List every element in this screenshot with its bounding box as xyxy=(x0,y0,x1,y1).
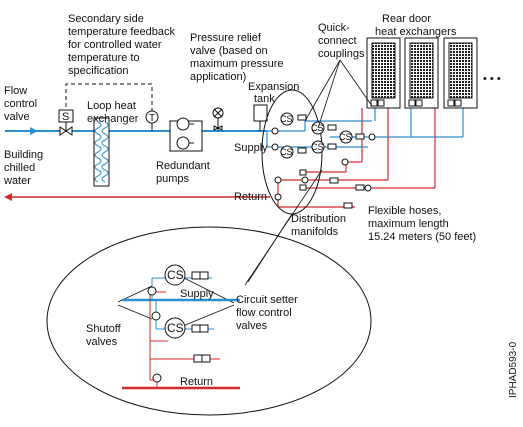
label-supply: Supply xyxy=(234,142,268,154)
cs-label: CS xyxy=(311,142,324,152)
svg-text:specification: specification xyxy=(68,65,129,77)
label-redundant-pumps: Redundant pumps xyxy=(156,160,210,185)
rear-door-heat-exchanger-1 xyxy=(366,37,401,109)
svg-text:valve (based on: valve (based on xyxy=(190,45,268,57)
pressure-relief-valve-icon xyxy=(212,107,224,131)
svg-text:Quick-: Quick- xyxy=(318,22,350,34)
supply-line xyxy=(5,107,464,148)
label-rear-door: Rear door xyxy=(382,13,431,25)
svg-text:Circuit setter: Circuit setter xyxy=(236,294,298,306)
label-shutoff-valves: Shutoff valves xyxy=(86,323,122,348)
label-zoom-supply: Supply xyxy=(180,288,214,300)
svg-text:flow control: flow control xyxy=(236,307,292,319)
label-building-chilled-water: Building chilled water xyxy=(3,149,43,187)
loop-heat-exchanger-icon xyxy=(93,117,110,187)
feedback-loop xyxy=(65,83,153,121)
svg-text:Secondary side: Secondary side xyxy=(68,13,144,25)
label-return: Return xyxy=(234,191,267,203)
label-flow-control-valve: Flow control valve xyxy=(4,85,37,123)
rear-door-heat-exchanger-3 xyxy=(443,37,478,109)
temperature-sensor-icon xyxy=(145,110,159,131)
label-heat-exchangers: heat exchangers xyxy=(375,26,457,38)
svg-text:maximum pressure: maximum pressure xyxy=(190,58,284,70)
svg-text:valves: valves xyxy=(236,320,268,332)
cs-label-zoom: CS xyxy=(167,321,184,335)
svg-text:Flexible hoses,: Flexible hoses, xyxy=(368,205,441,217)
svg-text:valves: valves xyxy=(86,336,118,348)
cs-label-zoom: CS xyxy=(167,268,184,282)
svg-text:Distribution: Distribution xyxy=(291,213,346,225)
svg-text:water: water xyxy=(3,175,31,187)
svg-text:temperature feedback: temperature feedback xyxy=(68,26,176,38)
label-distribution-manifolds: Distribution manifolds xyxy=(291,213,346,238)
cs-label: CS xyxy=(339,132,352,142)
svg-text:Shutoff: Shutoff xyxy=(86,323,122,335)
leader-lines xyxy=(117,59,373,329)
rear-door-heat-exchanger-2 xyxy=(404,37,439,109)
svg-text:Pressure relief: Pressure relief xyxy=(190,32,262,44)
svg-text:15.24 meters (50 feet): 15.24 meters (50 feet) xyxy=(368,231,476,243)
svg-text:tank: tank xyxy=(254,93,275,105)
svg-text:pumps: pumps xyxy=(156,173,190,185)
redundant-pumps-icon xyxy=(169,117,203,152)
svg-text:application): application) xyxy=(190,71,246,83)
expansion-tank-icon xyxy=(253,104,268,131)
ellipsis: • • • xyxy=(483,73,501,85)
label-circuit-setter: Circuit setter flow control valves xyxy=(236,294,298,332)
label-pressure-relief: Pressure relief valve (based on maximum … xyxy=(190,32,284,83)
svg-text:Expansion: Expansion xyxy=(248,81,299,93)
svg-text:valve: valve xyxy=(4,111,30,123)
svg-text:couplings: couplings xyxy=(318,48,365,60)
zoom-components xyxy=(147,264,211,383)
label-secondary-feedback: Secondary side temperature feedback for … xyxy=(68,13,176,77)
zoom-ellipse xyxy=(46,226,372,416)
label-loop-heat-exchanger: Loop heat exchanger xyxy=(87,100,139,125)
label-expansion-tank: Expansion tank xyxy=(248,81,299,105)
svg-text:connect: connect xyxy=(318,35,357,47)
label-quick-connect: Quick- connect couplings xyxy=(318,22,365,60)
svg-text:Redundant: Redundant xyxy=(156,160,210,172)
manifold-components xyxy=(271,112,376,209)
cs-label: CS xyxy=(280,114,293,124)
svg-text:temperature to: temperature to xyxy=(68,52,140,64)
svg-text:control: control xyxy=(4,98,37,110)
t-symbol: T xyxy=(149,113,155,124)
svg-text:Loop heat: Loop heat xyxy=(87,100,136,112)
svg-text:Flow: Flow xyxy=(4,85,27,97)
label-zoom-return: Return xyxy=(180,376,213,388)
cs-label: CS xyxy=(311,123,324,133)
flow-control-valve-icon xyxy=(58,109,74,136)
svg-text:chilled: chilled xyxy=(4,162,35,174)
svg-text:manifolds: manifolds xyxy=(291,226,339,238)
svg-text:for controlled water: for controlled water xyxy=(68,39,162,51)
svg-text:exchanger: exchanger xyxy=(87,113,139,125)
label-flexible-hoses: Flexible hoses, maximum length 15.24 met… xyxy=(368,205,476,243)
svg-text:Building: Building xyxy=(4,149,43,161)
s-symbol: S xyxy=(62,111,69,123)
cs-label: CS xyxy=(280,147,293,157)
figure-id: IPHAD593-0 xyxy=(508,341,519,398)
svg-text:maximum length: maximum length xyxy=(368,218,449,230)
